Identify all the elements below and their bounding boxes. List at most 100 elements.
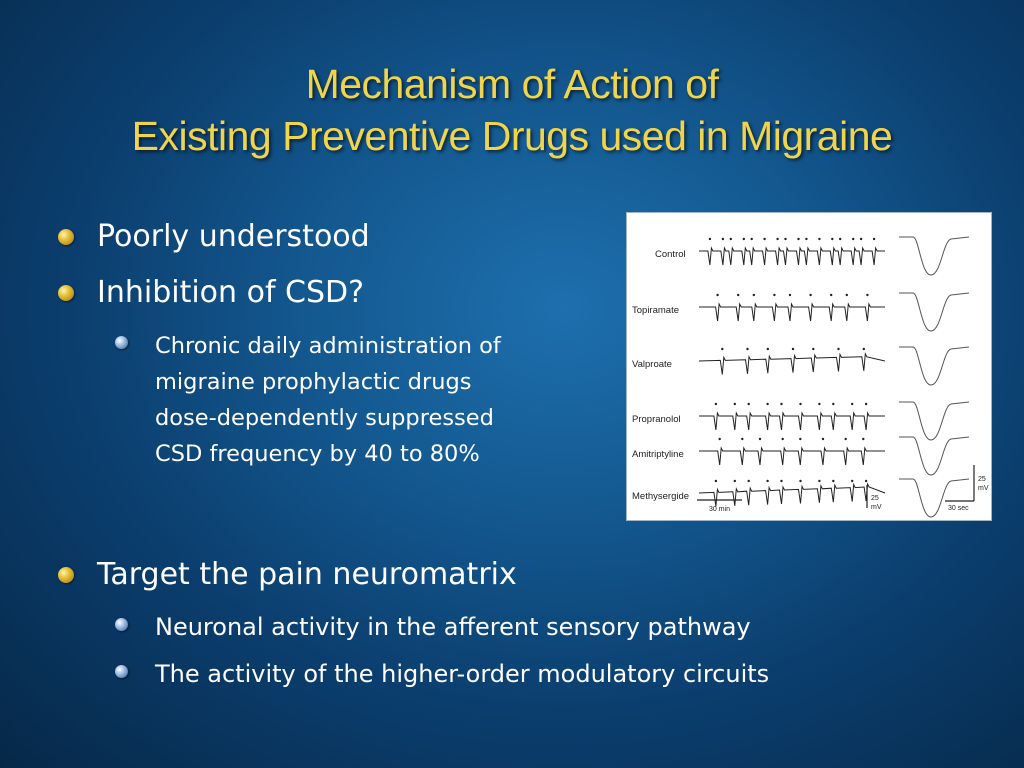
blue-bullet-icon [115,618,128,631]
trace-label: Amitriptyline [632,449,684,460]
csd-event-marker [797,237,800,241]
trace-line [698,351,886,375]
csd-waveform [899,436,970,476]
csd-event-marker [758,437,762,441]
trace-label: Control [655,249,686,260]
csd-event-marker [721,347,724,351]
csd-event-marker [812,347,815,351]
trace-label: Methysergide [632,491,689,502]
csd-event-marker [864,402,868,406]
csd-event-marker [742,237,745,241]
csd-event-marker [716,293,719,297]
csd-event-marker [729,237,732,241]
csd-event-marker [818,402,821,406]
csd-event-marker [830,293,833,297]
sub-bullet-text: Neuronal activity in the afferent sensor… [155,613,751,641]
csd-event-marker [714,479,718,483]
csd-event-marker [805,237,808,241]
title-line-1: Mechanism of Action of [305,61,719,107]
csd-event-marker [809,293,812,297]
blue-bullet-icon [115,336,128,349]
csd-event-marker [845,293,848,297]
csd-event-marker [721,237,725,241]
voltage-scale-value: 25 [871,495,879,502]
csd-waveform [899,292,970,332]
voltage-scale-unit: mV [871,504,882,511]
csd-event-marker [752,293,755,297]
csd-event-marker [784,237,787,241]
trace-line [699,246,885,266]
csd-event-marker [862,347,865,351]
wave-voltage-scale-unit: mV [978,485,989,492]
csd-waveform [899,401,970,441]
sub-bullet-line: CSD frequency by 40 to 80% [155,441,480,467]
csd-event-marker [733,402,736,406]
csd-event-marker [746,347,749,351]
trace-label: Propranolol [632,414,681,425]
csd-event-marker [737,293,740,297]
csd-waveform [899,236,970,276]
csd-event-marker [844,437,847,441]
csd-event-marker [766,347,769,351]
csd-event-marker [832,479,835,483]
csd-event-marker [818,237,821,241]
trace-label: Topiramate [632,305,679,316]
gold-bullet-icon [58,285,74,301]
csd-event-marker [733,479,736,483]
csd-event-marker [818,479,821,483]
csd-event-marker [821,437,825,441]
csd-event-marker [718,437,721,441]
csd-event-marker [741,437,744,441]
csd-event-marker [837,347,840,351]
csd-event-marker [708,237,712,241]
gold-bullet-icon [58,567,74,583]
wave-voltage-scale-value: 25 [978,476,986,483]
csd-event-marker [776,237,779,241]
blue-bullet-icon [115,665,128,678]
slide-title: Mechanism of Action of Existing Preventi… [0,58,1024,162]
csd-event-marker [747,402,750,406]
csd-event-marker [766,402,769,406]
sub-bullet-line: Chronic daily administration of [155,333,501,359]
sub-bullet-text: The activity of the higher-order modulat… [155,660,770,688]
csd-event-marker [859,237,863,241]
csd-event-marker [799,402,802,406]
csd-event-marker [791,347,795,351]
wave-time-scale-label: 30 sec [948,505,969,512]
title-line-2: Existing Preventive Drugs used in Migrai… [131,113,893,159]
csd-event-marker [851,402,854,406]
gold-bullet-icon [58,229,74,245]
csd-event-marker [773,293,776,297]
trace-label: Valproate [632,359,672,370]
csd-event-marker [780,402,783,406]
csd-event-marker [851,479,854,483]
csd-event-marker [866,293,869,297]
sub-bullet-line: dose-dependently suppressed [155,405,494,431]
csd-event-marker [780,479,783,483]
sub-bullet-line: migraine prophylactic drugs [155,369,472,395]
csd-event-marker [714,402,718,406]
csd-event-marker [799,479,802,483]
csd-event-marker [750,237,753,241]
bullet-text: Target the pain neuromatrix [97,557,517,592]
csd-event-marker [852,237,855,241]
trace-line [699,411,885,431]
csd-event-marker [799,437,802,441]
csd-event-marker [862,437,865,441]
csd-event-marker [839,237,842,241]
time-scale-label: 30 min [709,506,730,513]
csd-event-marker [831,237,834,241]
csd-waveform [899,346,970,386]
csd-event-marker [766,479,769,483]
trace-line [699,446,885,466]
csd-event-marker [763,237,766,241]
csd-event-marker [872,237,876,241]
trace-line [698,482,886,507]
csd-event-marker [747,479,750,483]
bullet-text: Inhibition of CSD? [97,275,365,310]
csd-traces-svg: ControlTopiramateValproatePropranololAmi… [632,236,989,518]
bullet-text: Poorly understood [97,219,370,254]
trace-line [699,302,885,322]
csd-event-marker [781,437,784,441]
